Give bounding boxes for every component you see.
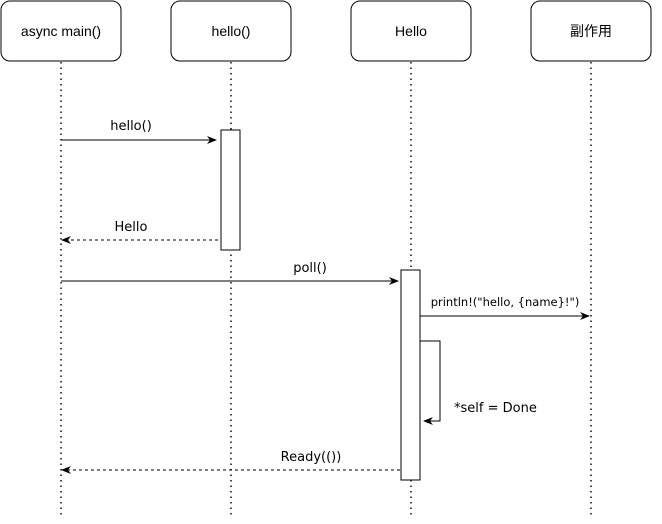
message-self-done: *self = Done <box>420 340 537 425</box>
message-label: Ready(()) <box>281 450 342 465</box>
message-call-hello: hello() <box>61 119 217 144</box>
message-label: poll() <box>293 261 327 276</box>
activation-hello-fn <box>220 129 241 251</box>
participant-side-effect[interactable]: 副作用 <box>530 0 652 62</box>
message-return-hello: Hello <box>61 220 218 244</box>
participant-hello-type[interactable]: Hello <box>350 0 472 62</box>
participant-hello-fn[interactable]: hello() <box>170 0 292 62</box>
participant-label: Hello <box>395 23 427 39</box>
message-label: *self = Done <box>454 401 537 416</box>
message-label: Hello <box>115 220 148 235</box>
message-label: println!("hello, {name}!") <box>431 295 580 309</box>
message-println: println!("hello, {name}!") <box>420 295 590 320</box>
message-call-poll: poll() <box>61 261 399 285</box>
participant-label: 副作用 <box>570 23 612 39</box>
activation-hello-type <box>400 269 421 481</box>
participant-async-main[interactable]: async main() <box>0 0 122 62</box>
message-return-ready: Ready(()) <box>61 450 400 474</box>
participant-label: hello() <box>212 23 251 39</box>
participant-label: async main() <box>21 23 101 39</box>
message-label: hello() <box>110 119 152 134</box>
